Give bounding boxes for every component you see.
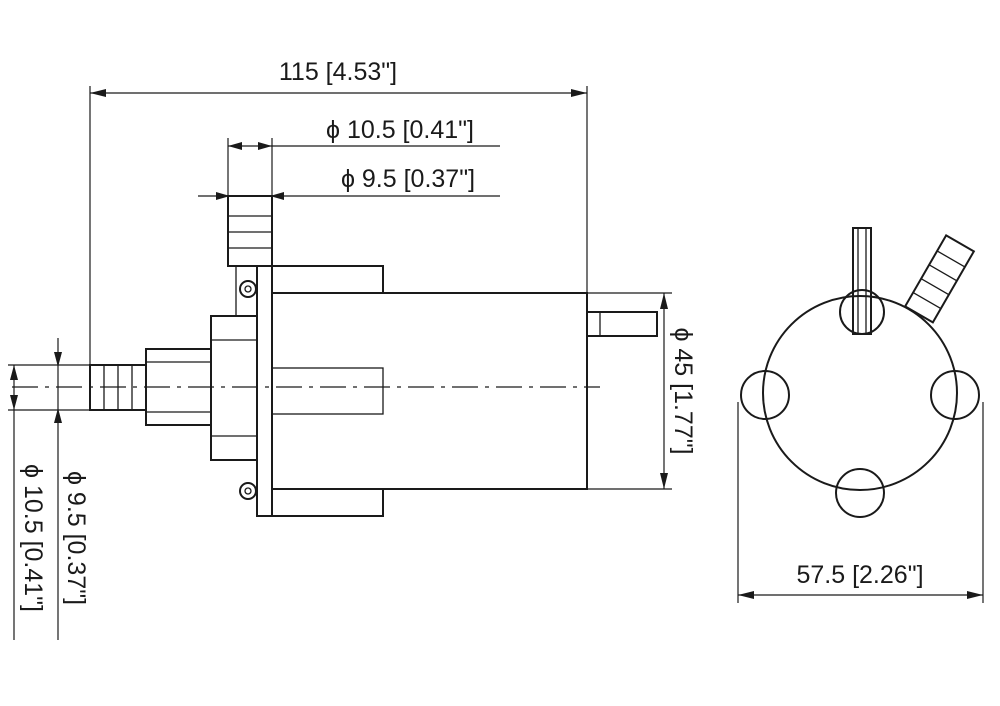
base-width-label: 57.5 [2.26"] [796, 561, 923, 589]
dimension-base-width: 57.5 [2.26"] [737, 402, 984, 603]
foot-bottom [835, 468, 885, 518]
end-view [740, 227, 980, 518]
end-outlet-barb [903, 233, 976, 324]
flange-plate [256, 265, 273, 517]
pump-head [210, 315, 258, 461]
inlet-outer-dia-label: ϕ 10.5 [0.41"] [19, 464, 47, 612]
dimension-body-dia: ϕ 45 [1.77"] [587, 292, 697, 490]
outlet-barb [227, 195, 273, 267]
end-inlet-pipe [852, 227, 872, 335]
screw-bottom [239, 482, 257, 500]
motor-body [271, 292, 588, 490]
overall-length-label: 115 [4.53"] [279, 58, 397, 86]
mounting-ear-top [271, 265, 384, 294]
mounting-ear-bottom [271, 488, 384, 517]
motor-shaft [586, 311, 658, 337]
dimension-overall-length: 115 [4.53"] [89, 58, 588, 365]
body-dia-label: ϕ 45 [1.77"] [669, 327, 697, 454]
dimension-outlet-outer-dia: ϕ 10.5 [0.41"] [227, 116, 500, 196]
outlet-inner-dia-label: ϕ 9.5 [0.37"] [341, 165, 475, 193]
dimension-outlet-inner-dia: ϕ 9.5 [0.37"] [198, 165, 500, 200]
outlet-outer-dia-label: ϕ 10.5 [0.41"] [326, 116, 474, 144]
screw-top [239, 280, 257, 298]
impeller-housing [271, 367, 384, 415]
side-view [12, 195, 658, 517]
end-body-circle [762, 295, 958, 491]
inlet-inner-dia-label: ϕ 9.5 [0.37"] [62, 471, 90, 605]
dimension-inlet-dia: ϕ 10.5 [0.41"] ϕ 9.5 [0.37"] [8, 338, 90, 640]
